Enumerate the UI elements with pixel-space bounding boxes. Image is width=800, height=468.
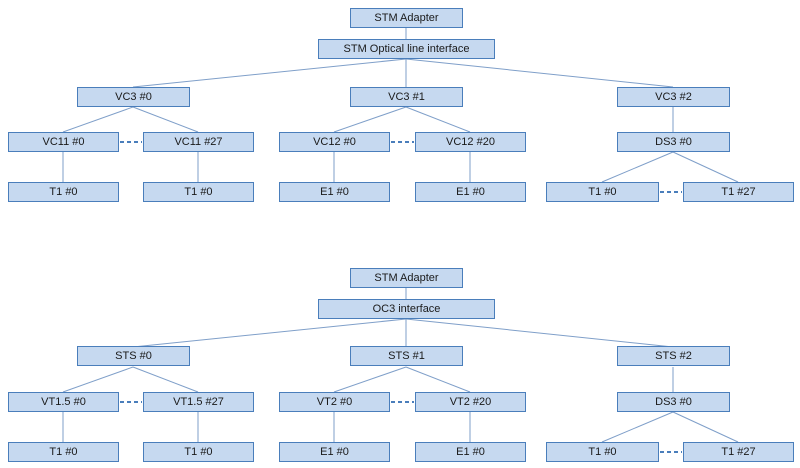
sonet-vt2-20-node: VT2 #20 xyxy=(415,392,526,412)
sonet-e1-0-node: E1 #0 xyxy=(279,442,390,462)
sdh-adapter-node: STM Adapter xyxy=(350,8,463,28)
sdh-interface-node: STM Optical line interface xyxy=(318,39,495,59)
sdh-vc12-20-node: VC12 #20 xyxy=(415,132,526,152)
sdh-vc3-2-node: VC3 #2 xyxy=(617,87,730,107)
sdh-e1-0-second-node: E1 #0 xyxy=(415,182,526,202)
sonet-interface-node: OC3 interface xyxy=(318,299,495,319)
sdh-t1-0-second-node: T1 #0 xyxy=(143,182,254,202)
sonet-vt15-0-node: VT1.5 #0 xyxy=(8,392,119,412)
sdh-e1-0-node: E1 #0 xyxy=(279,182,390,202)
sonet-connector-leaf-5 xyxy=(672,411,739,443)
sonet-connector-interface-branch-2 xyxy=(405,318,674,348)
sonet-e1-0-second-node: E1 #0 xyxy=(415,442,526,462)
sdh-t1-27-node: T1 #27 xyxy=(683,182,794,202)
sonet-connector-branch1-left xyxy=(333,366,407,393)
sonet-t1-27-node: T1 #27 xyxy=(683,442,794,462)
sonet-vt15-27-node: VT1.5 #27 xyxy=(143,392,254,412)
sdh-connector-interface-branch-2 xyxy=(405,58,674,88)
sonet-t1-0-second-node: T1 #0 xyxy=(143,442,254,462)
sonet-sts-2-node: STS #2 xyxy=(617,346,730,366)
sdh-connector-branch0-left xyxy=(62,106,134,133)
sonet-connector-interface-branch-0 xyxy=(132,318,407,348)
sdh-t1-0-node: T1 #0 xyxy=(8,182,119,202)
sdh-connector-leaf-5 xyxy=(672,151,739,183)
sonet-connector-branch1-right xyxy=(405,366,471,393)
sdh-connector-leaf-4 xyxy=(601,151,674,183)
sdh-vc11-0-node: VC11 #0 xyxy=(8,132,119,152)
sonet-sts-1-node: STS #1 xyxy=(350,346,463,366)
sdh-vc3-1-node: VC3 #1 xyxy=(350,87,463,107)
sonet-connector-branch0-right xyxy=(132,366,199,393)
sonet-vt2-0-node: VT2 #0 xyxy=(279,392,390,412)
sdh-vc12-0-node: VC12 #0 xyxy=(279,132,390,152)
sdh-vc11-27-node: VC11 #27 xyxy=(143,132,254,152)
sdh-vc3-0-node: VC3 #0 xyxy=(77,87,190,107)
sdh-connector-interface-branch-0 xyxy=(132,58,407,88)
sdh-ds3-0-node: DS3 #0 xyxy=(617,132,730,152)
sonet-sts-0-node: STS #0 xyxy=(77,346,190,366)
sdh-connector-branch1-right xyxy=(405,106,471,133)
sonet-t1-0-third-node: T1 #0 xyxy=(546,442,659,462)
sonet-t1-0-node: T1 #0 xyxy=(8,442,119,462)
sdh-connector-branch1-left xyxy=(333,106,407,133)
sonet-adapter-node: STM Adapter xyxy=(350,268,463,288)
sonet-ds3-0-node: DS3 #0 xyxy=(617,392,730,412)
sonet-connector-branch0-left xyxy=(62,366,134,393)
sonet-connector-leaf-4 xyxy=(601,411,674,443)
sdh-t1-0-third-node: T1 #0 xyxy=(546,182,659,202)
sdh-connector-branch0-right xyxy=(132,106,199,133)
